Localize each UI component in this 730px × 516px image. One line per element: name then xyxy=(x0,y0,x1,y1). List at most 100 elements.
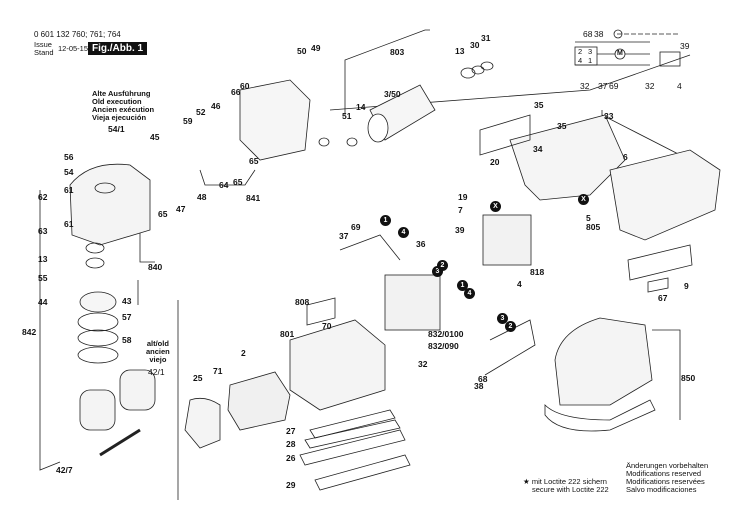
part-label: 60 xyxy=(240,81,250,91)
wire-connection-badge: 2 xyxy=(437,260,448,271)
part-label: 808 xyxy=(295,297,310,307)
part-label: 26 xyxy=(286,453,296,463)
field-coil xyxy=(227,371,291,431)
wire-connection-badge: 3 xyxy=(497,313,508,324)
part-label: 61 xyxy=(64,219,74,229)
part-label: 31 xyxy=(481,33,491,43)
part-label: 42/7 xyxy=(56,465,73,475)
switch-contact: 2 xyxy=(578,47,583,56)
gear-housing xyxy=(69,163,151,246)
issue-label: Issue xyxy=(34,40,52,49)
part-label: 47 xyxy=(176,204,186,214)
part-label: 43 xyxy=(122,296,132,306)
switch-body xyxy=(482,214,532,266)
part-label: 65 xyxy=(249,156,259,166)
part-label: 19 xyxy=(458,192,468,202)
part-label: 842 xyxy=(22,327,37,337)
part-label: 7 xyxy=(458,205,463,215)
part-label: 64 xyxy=(219,180,229,190)
wire-connection-badge: 3 xyxy=(432,266,443,277)
switch-contact: 4 xyxy=(578,56,583,65)
part-label: 13 xyxy=(38,254,48,264)
part-label: 29 xyxy=(286,480,296,490)
wire-connection-badge: 4 xyxy=(464,288,475,299)
wiring-label: 39 xyxy=(680,41,690,51)
bracket-841 xyxy=(199,169,256,186)
part-label: 54 xyxy=(64,167,74,177)
part-label: 35 xyxy=(557,121,567,131)
alt-old-note: alt/old ancien viejo xyxy=(146,339,170,364)
part-label: 46 xyxy=(211,101,221,111)
part-label: 818 xyxy=(530,267,545,277)
motor-symbol: M xyxy=(617,50,623,57)
figure-label: Fig./Abb. 1 xyxy=(88,42,148,55)
part-label: 803 xyxy=(390,47,405,57)
part-label: 65 xyxy=(158,209,168,219)
part-label: 49 xyxy=(311,43,321,53)
part-label: 37 xyxy=(339,231,349,241)
end-cap xyxy=(184,397,221,449)
part-label: 850 xyxy=(681,373,696,383)
part-label: 45 xyxy=(150,132,160,142)
part-label: 4 xyxy=(517,279,522,289)
modifications-note: Änderungen vorbehalten Modifications res… xyxy=(626,461,709,494)
part-label: 36 xyxy=(416,239,426,249)
bracket-850 xyxy=(652,329,681,420)
part-label: 56 xyxy=(64,152,74,162)
part-label: 69 xyxy=(351,222,361,232)
issue-date: 12-05-15 xyxy=(58,44,89,53)
part-label: 30 xyxy=(470,40,480,50)
bracket-842 xyxy=(39,190,61,471)
motor-housing xyxy=(289,319,386,411)
part-label: 840 xyxy=(148,262,163,272)
part-label: 70 xyxy=(322,321,332,331)
part-label: 50 xyxy=(297,46,307,56)
part-label: 61 xyxy=(64,185,74,195)
part-label: 59 xyxy=(183,116,193,126)
frame-line-top xyxy=(329,54,691,111)
part-label: 44 xyxy=(38,297,48,307)
loctite-footnote: ★ mit Loctite 222 sichern secure with Lo… xyxy=(523,477,609,494)
part-label: 65 xyxy=(233,177,243,187)
part-label: 57 xyxy=(122,312,132,322)
housing-shell xyxy=(509,114,626,201)
part-label: 6 xyxy=(623,152,628,162)
part-label: 841 xyxy=(246,193,261,203)
part-label: 63 xyxy=(38,226,48,236)
part-label: 832/090 xyxy=(428,341,459,351)
switch-contact: 3 xyxy=(588,47,593,56)
head-cover xyxy=(554,317,653,406)
part-label: 2 xyxy=(241,348,246,358)
part-label: 9 xyxy=(684,281,689,291)
part-label: 35 xyxy=(534,100,544,110)
part-label: 32 xyxy=(418,359,428,369)
part-label: 67 xyxy=(658,293,668,303)
part-label: 48 xyxy=(197,192,207,202)
wiring-label: 69 xyxy=(609,81,619,91)
part-label: 27 xyxy=(286,426,296,436)
wiring-label: 32 xyxy=(645,81,655,91)
wiring-label: 68 xyxy=(583,29,593,39)
part-label: 68 xyxy=(478,374,488,384)
part-label: 832/0100 xyxy=(428,329,464,339)
gear-flange xyxy=(239,79,311,161)
wiring-label: 32 xyxy=(580,81,590,91)
part-label: 5 xyxy=(586,213,591,223)
part-label: 13 xyxy=(455,46,465,56)
part-label: 25 xyxy=(193,373,203,383)
stand-label: Stand xyxy=(34,48,54,57)
part-label: 805 xyxy=(586,222,601,232)
part-label: 801 xyxy=(280,329,295,339)
wire-connection-badge: 1 xyxy=(457,280,468,291)
part-label: 28 xyxy=(286,439,296,449)
wire-connection-badge: X xyxy=(578,194,589,205)
part-label: 34 xyxy=(533,144,543,154)
wiring-label: 4 xyxy=(677,81,682,91)
part-numbers: 0 601 132 760; 761; 764 xyxy=(34,30,121,39)
bracket-803 xyxy=(344,29,430,115)
wire-connection-badge: 4 xyxy=(398,227,409,238)
part-label: 54/1 xyxy=(108,124,125,134)
part-label: 71 xyxy=(213,366,223,376)
part-label: 14 xyxy=(356,102,366,112)
